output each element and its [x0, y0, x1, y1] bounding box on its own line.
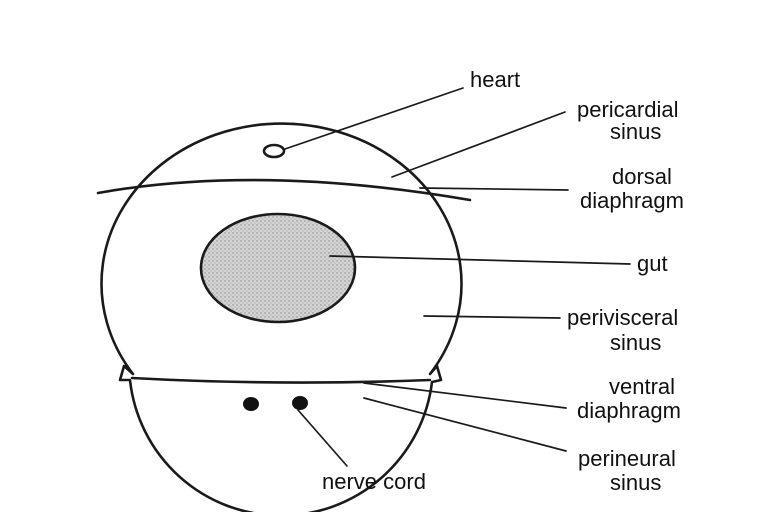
nerve-cord-left: [243, 397, 259, 411]
label-ventral-diaphragm-line2: diaphragm: [577, 398, 681, 423]
ventral-diaphragm-leader: [364, 383, 566, 408]
heart: [264, 145, 284, 157]
label-perivisceral-sinus-line2: sinus: [610, 330, 661, 355]
perivisceral-sinus-leader: [424, 316, 560, 318]
nerve-cord-leader: [298, 410, 347, 466]
dorsal-diaphragm-leader: [420, 188, 568, 190]
label-heart: heart: [470, 67, 520, 92]
ventral-diaphragm: [132, 378, 430, 383]
label-gut: gut: [637, 251, 668, 276]
heart-leader: [285, 88, 463, 149]
label-ventral-diaphragm-line1: ventral: [609, 374, 675, 399]
pericardial-sinus-leader: [392, 112, 565, 177]
gut-leader: [330, 256, 630, 264]
label-perivisceral-sinus-line1: perivisceral: [567, 305, 678, 330]
dorsal-diaphragm: [98, 180, 470, 200]
label-dorsal-diaphragm-line2: diaphragm: [580, 188, 684, 213]
label-perineural-sinus-line1: perineural: [578, 446, 676, 471]
label-dorsal-diaphragm-line1: dorsal: [612, 164, 672, 189]
gut: [201, 214, 355, 322]
label-perineural-sinus-line2: sinus: [610, 470, 661, 495]
nerve-cord-right: [292, 396, 308, 410]
perineural-sinus-leader: [364, 398, 566, 451]
label-nerve-cord: nerve cord: [322, 469, 426, 494]
label-pericardial-sinus-line2: sinus: [610, 119, 661, 144]
